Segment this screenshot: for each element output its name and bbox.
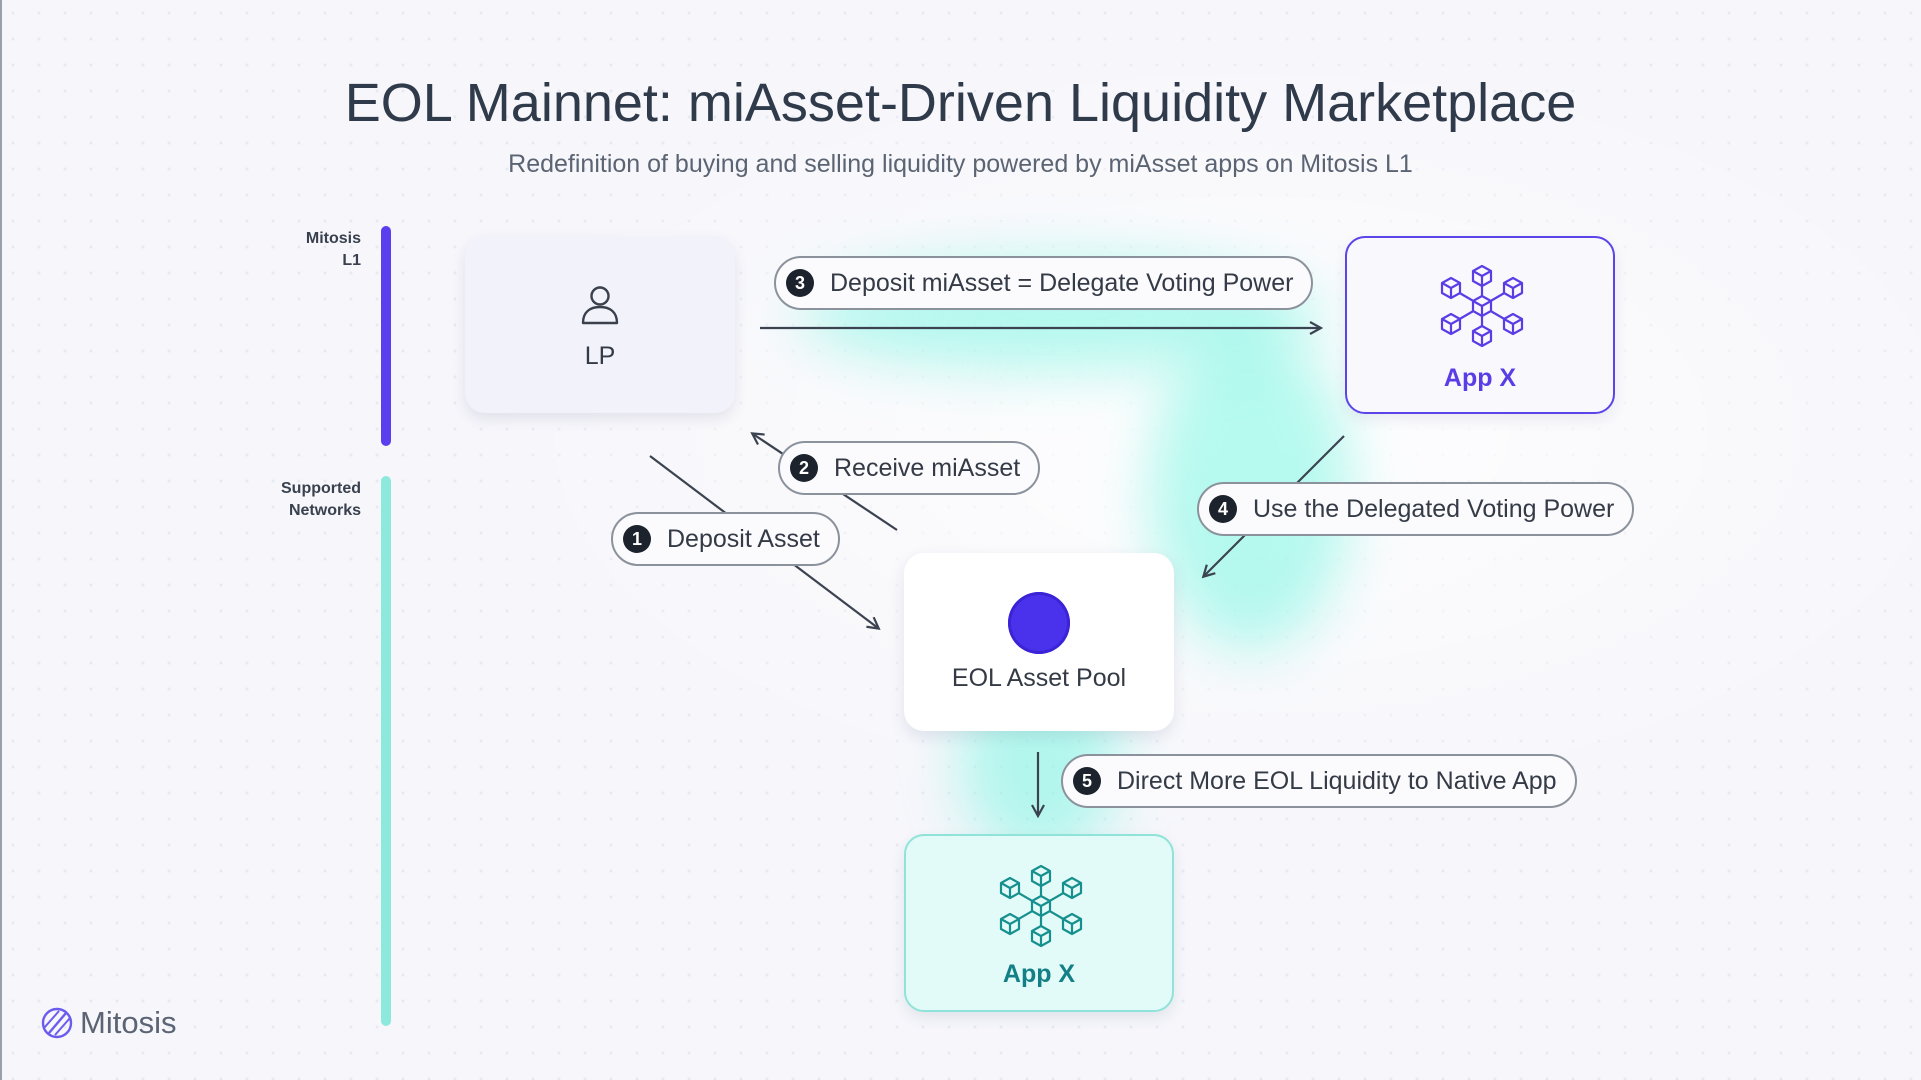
step-1-pill: 1 Deposit Asset xyxy=(611,512,840,566)
mitosis-logo-icon xyxy=(41,1007,73,1039)
step-number-badge: 2 xyxy=(790,454,818,482)
eol-asset-pool-label: EOL Asset Pool xyxy=(951,664,1127,692)
step-5-pill: 5 Direct More EOL Liquidity to Native Ap… xyxy=(1061,754,1577,808)
mitosis-brand: Mitosis xyxy=(40,1005,176,1041)
step-label: Deposit miAsset = Delegate Voting Power xyxy=(830,268,1294,297)
cube-network-icon xyxy=(1440,264,1524,348)
lane-label-supported-networks: Supported Networks xyxy=(281,478,361,522)
app-x-native-node: App X xyxy=(904,834,1174,1012)
cube-network-icon xyxy=(999,864,1083,948)
lane-label-mitosis-l1: Mitosis L1 xyxy=(306,228,361,272)
brand-name: Mitosis xyxy=(80,1005,177,1040)
lane-bar-mitosis-l1 xyxy=(381,226,391,446)
lane-label-line: L1 xyxy=(342,252,361,269)
step-label: Deposit Asset xyxy=(667,524,820,553)
app-x-native-label: App X xyxy=(1002,960,1076,988)
step-number-badge: 3 xyxy=(786,269,814,297)
page-title: EOL Mainnet: miAsset-Driven Liquidity Ma… xyxy=(344,73,1577,133)
step-label: Direct More EOL Liquidity to Native App xyxy=(1117,766,1557,795)
lane-label-line: Mitosis xyxy=(305,230,361,247)
page-subtitle: Redefinition of buying and selling liqui… xyxy=(508,150,1413,178)
lp-label: LP xyxy=(584,342,616,370)
user-icon xyxy=(581,286,619,325)
step-4-pill: 4 Use the Delegated Voting Power xyxy=(1197,482,1635,536)
pool-circle-icon xyxy=(1008,592,1070,654)
step-3-pill: 3 Deposit miAsset = Delegate Voting Powe… xyxy=(774,256,1314,310)
step-label: Use the Delegated Voting Power xyxy=(1253,494,1615,523)
app-x-l1-label: App X xyxy=(1443,364,1517,392)
step-number-badge: 1 xyxy=(623,525,651,553)
lane-label-line: Networks xyxy=(288,502,361,519)
lane-label-line: Supported xyxy=(281,480,361,497)
step-label: Receive miAsset xyxy=(834,453,1021,482)
app-x-l1-node: App X xyxy=(1345,236,1615,414)
lp-node: LP xyxy=(465,236,735,413)
step-number-badge: 5 xyxy=(1073,767,1101,795)
eol-asset-pool-node: EOL Asset Pool xyxy=(904,553,1174,731)
lane-bar-supported-networks xyxy=(381,476,391,1026)
step-2-pill: 2 Receive miAsset xyxy=(778,441,1041,495)
step-number-badge: 4 xyxy=(1209,495,1237,523)
